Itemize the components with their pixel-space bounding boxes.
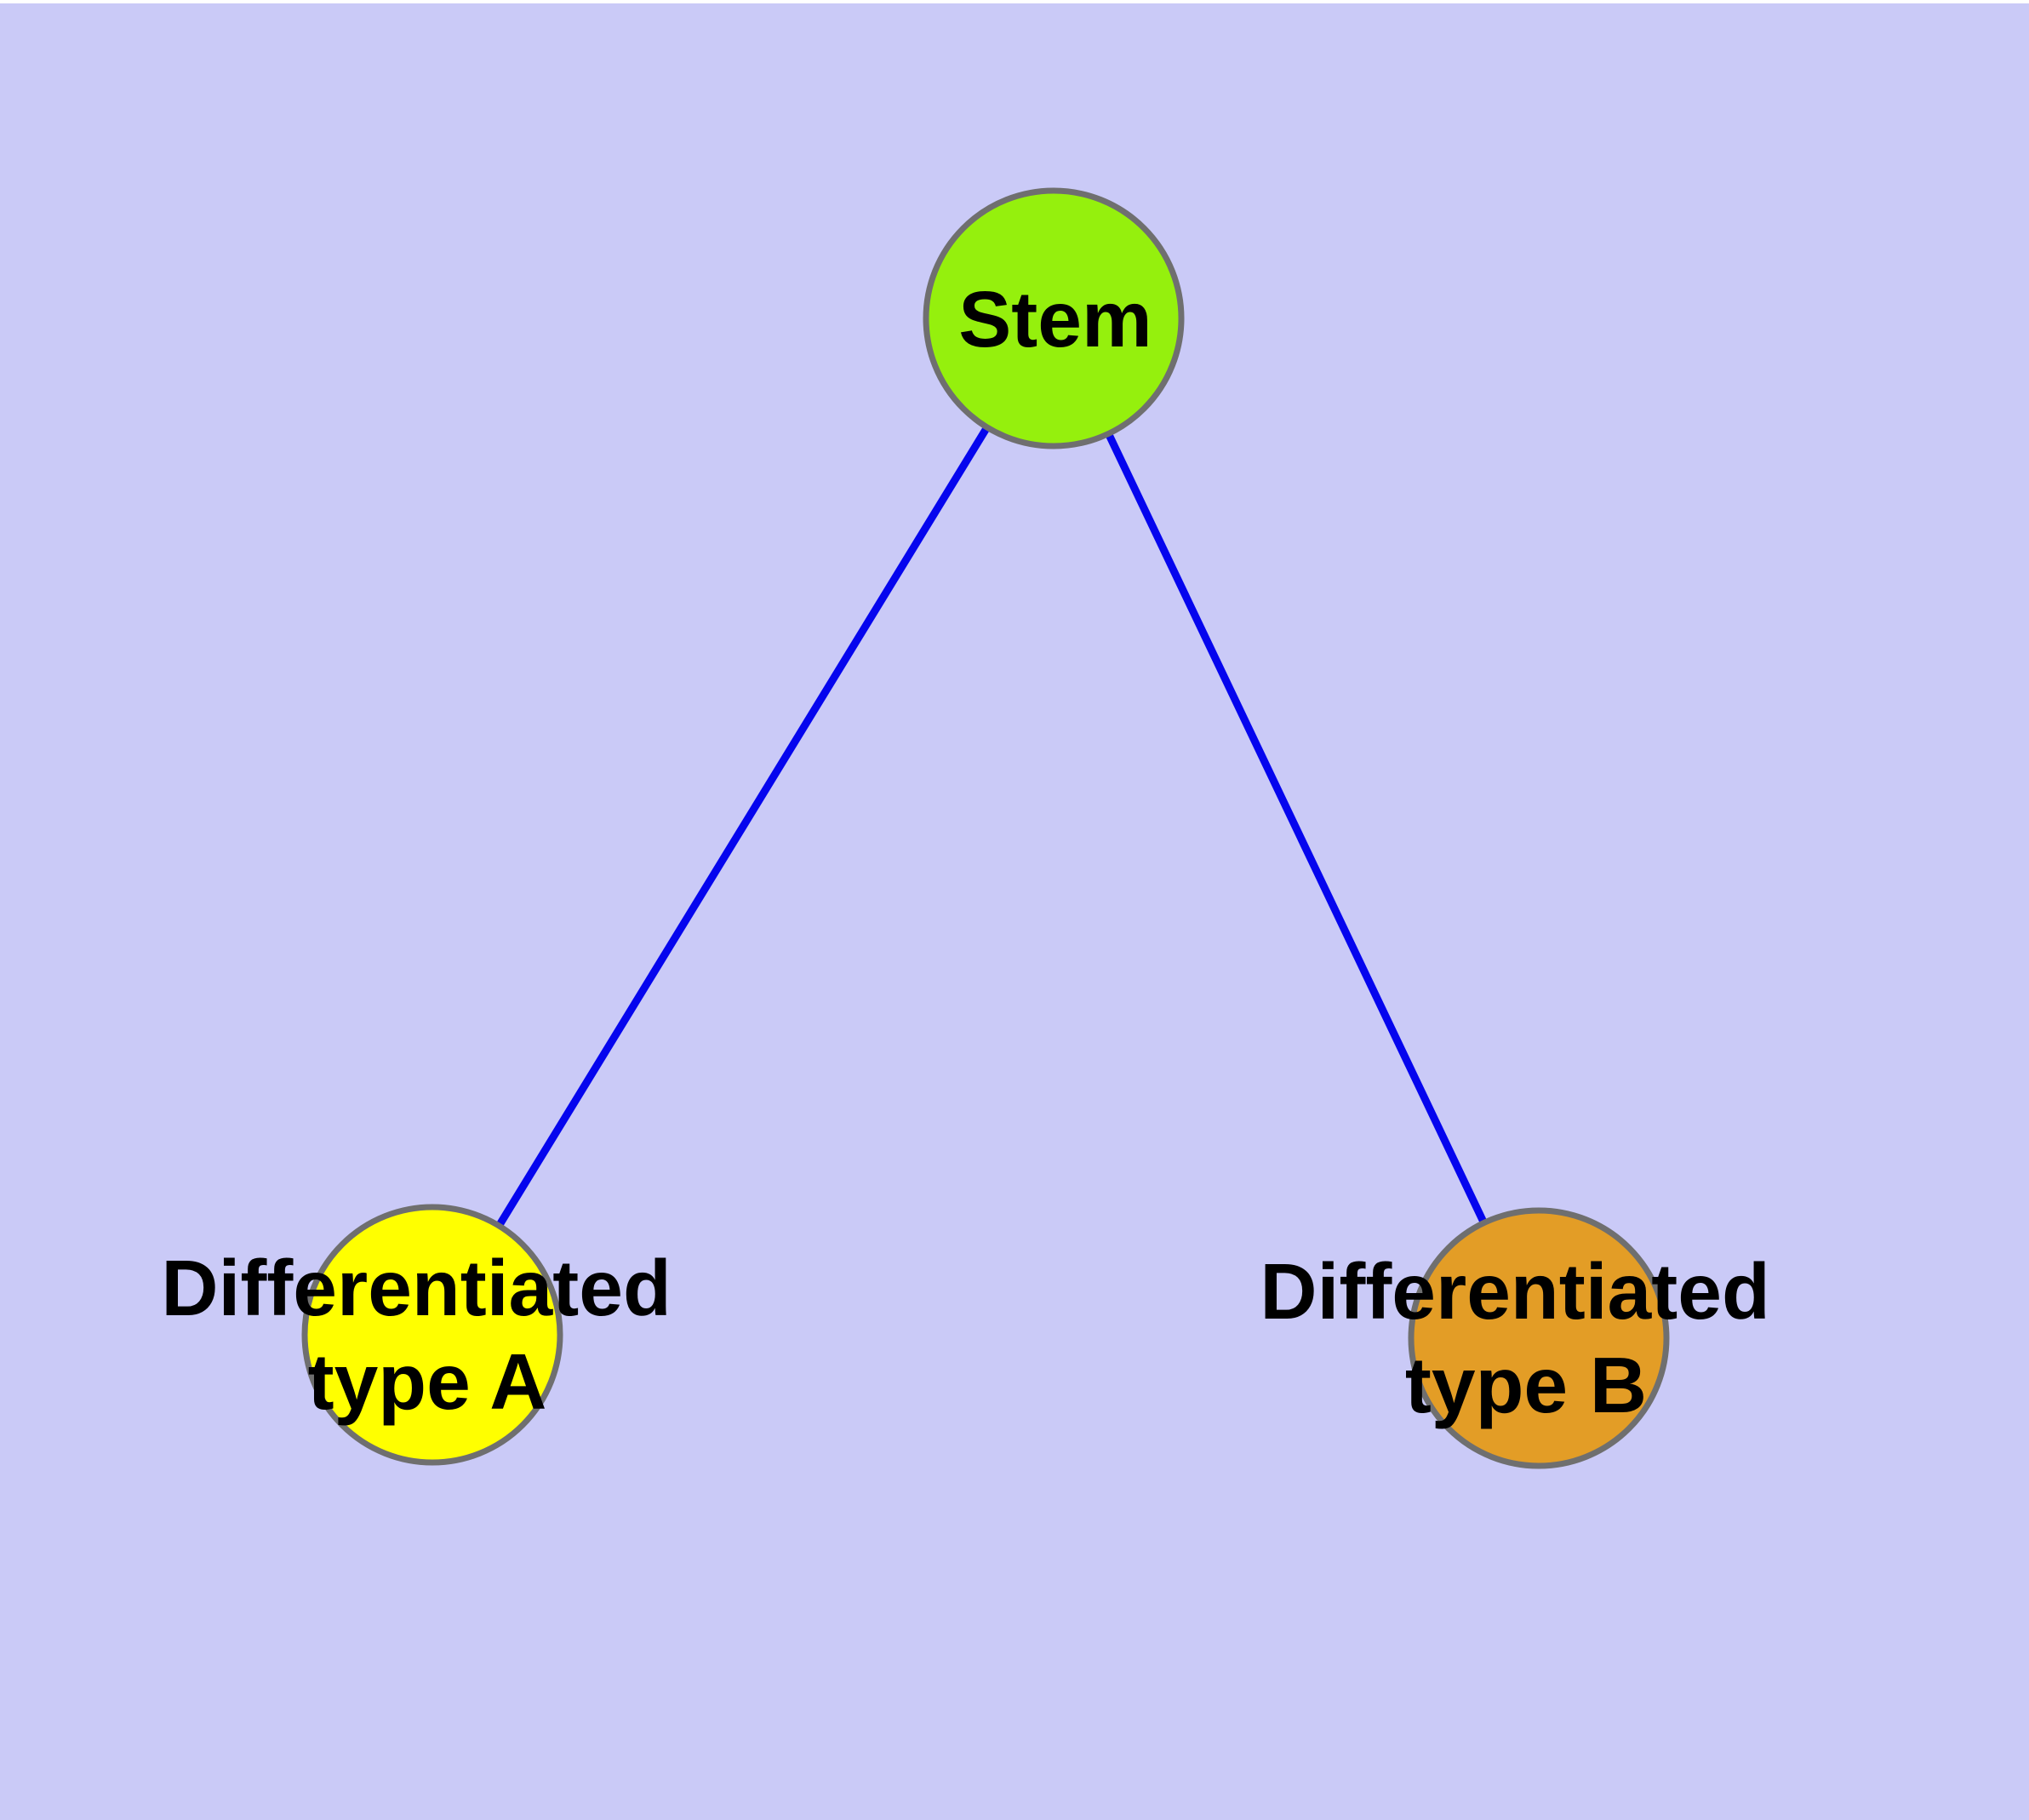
node-differentiated-type-a-circle bbox=[301, 1204, 563, 1466]
node-differentiated-type-a-label-line1: Differentiated bbox=[161, 1244, 671, 1332]
node-differentiated-type-a-label: Differentiated type A bbox=[161, 1244, 693, 1426]
node-differentiated-type-b-circle bbox=[1408, 1207, 1670, 1469]
node-differentiated-type-a: Differentiated type A bbox=[161, 1204, 693, 1466]
node-differentiated-type-b-label: Differentiated type B bbox=[1260, 1247, 1792, 1429]
edge-stem-to-diff-a bbox=[429, 316, 1057, 1337]
edge-stem-to-diff-b bbox=[1049, 317, 1543, 1340]
node-differentiated-type-b-label-line1: Differentiated bbox=[1260, 1247, 1769, 1336]
node-stem: Stem bbox=[923, 187, 1185, 449]
node-differentiated-type-b: Differentiated type B bbox=[1260, 1207, 1792, 1469]
node-differentiated-type-a-label-line2: type A bbox=[308, 1337, 547, 1426]
node-differentiated-type-b-label-line2: type B bbox=[1405, 1341, 1647, 1429]
node-stem-circle bbox=[923, 187, 1185, 449]
node-stem-label: Stem bbox=[958, 275, 1152, 363]
